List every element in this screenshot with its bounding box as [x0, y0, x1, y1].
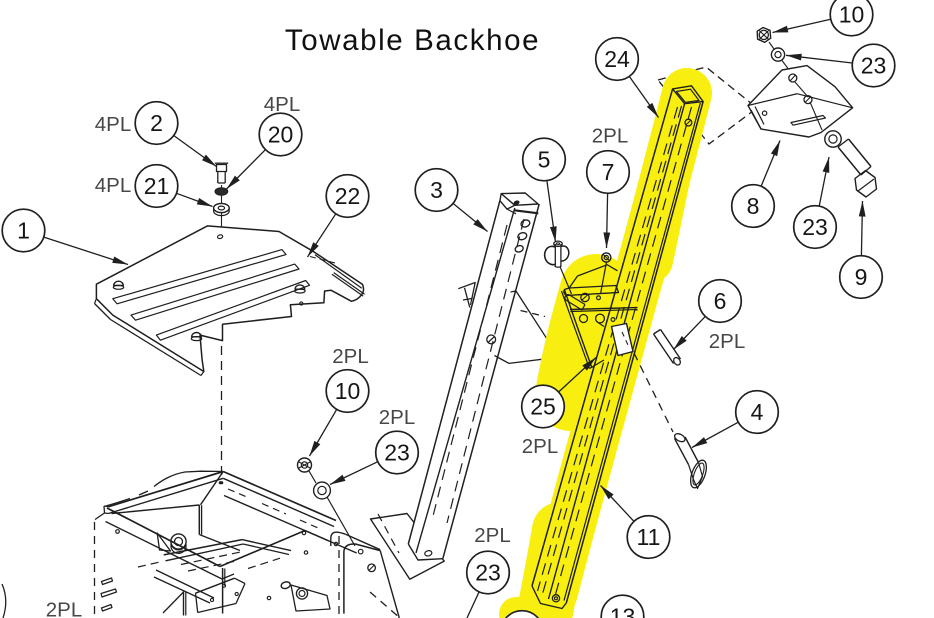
svg-text:2PL: 2PL	[709, 330, 745, 353]
svg-text:11: 11	[637, 524, 661, 550]
svg-text:24: 24	[604, 46, 630, 72]
svg-text:2PL: 2PL	[474, 524, 510, 547]
svg-text:4PL: 4PL	[264, 93, 300, 116]
svg-text:8: 8	[747, 193, 760, 219]
svg-text:25: 25	[530, 394, 556, 420]
svg-text:23: 23	[384, 440, 410, 466]
svg-text:4: 4	[751, 399, 764, 425]
svg-text:Towable Backhoe: Towable Backhoe	[285, 24, 540, 57]
svg-text:23: 23	[861, 53, 887, 79]
svg-text:1: 1	[17, 218, 30, 244]
svg-text:4PL: 4PL	[95, 113, 131, 136]
svg-text:2PL: 2PL	[46, 599, 82, 618]
svg-text:6: 6	[714, 288, 727, 314]
svg-text:22: 22	[335, 183, 361, 209]
svg-text:2PL: 2PL	[592, 125, 628, 148]
svg-text:20: 20	[268, 122, 294, 148]
svg-text:3: 3	[430, 177, 443, 203]
svg-text:4PL: 4PL	[95, 174, 131, 197]
svg-text:2PL: 2PL	[522, 435, 558, 458]
svg-text:7: 7	[602, 159, 615, 185]
svg-text:2PL: 2PL	[379, 406, 415, 429]
svg-text:23: 23	[475, 560, 501, 586]
svg-text:2: 2	[150, 110, 163, 136]
svg-text:5: 5	[538, 147, 551, 173]
svg-text:23: 23	[802, 214, 828, 240]
svg-text:10: 10	[839, 2, 865, 28]
svg-text:9: 9	[855, 264, 868, 290]
svg-text:21: 21	[144, 173, 170, 199]
svg-text:2PL: 2PL	[332, 345, 368, 368]
svg-text:10: 10	[335, 378, 361, 404]
svg-text:13: 13	[610, 604, 636, 618]
